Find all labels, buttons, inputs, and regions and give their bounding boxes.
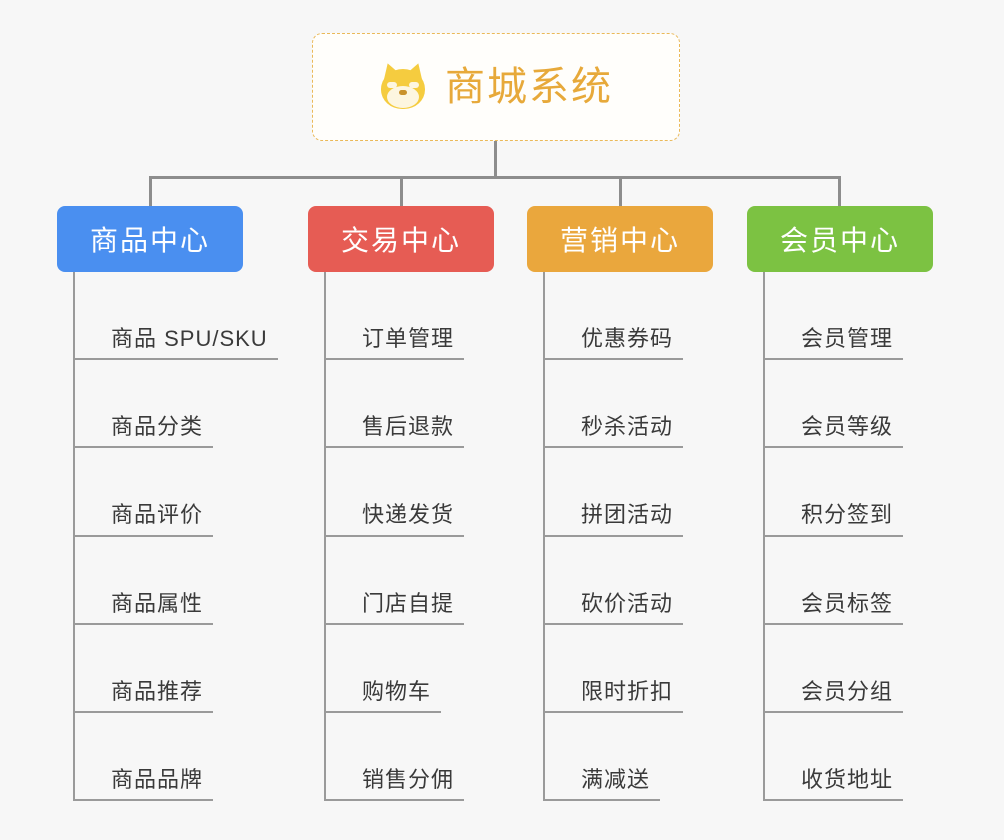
leaf-label: 拼团活动: [581, 502, 674, 528]
leaf-label: 会员标签: [801, 590, 894, 616]
list-item[interactable]: 商品推荐: [72, 625, 278, 714]
list-item[interactable]: 会员标签: [762, 537, 904, 625]
category-label: 商品中心: [89, 225, 210, 256]
leaf-column-交易中心: 订单管理 售后退款 快递发货 门店自提 购物车 销售分佣: [323, 272, 465, 802]
list-item[interactable]: 秒杀活动: [542, 360, 684, 449]
list-item[interactable]: 商品 SPU/SKU: [73, 272, 278, 361]
list-item[interactable]: 商品属性: [72, 537, 278, 625]
list-item[interactable]: 会员等级: [762, 360, 904, 449]
list-item[interactable]: 限时折扣: [542, 625, 684, 714]
connector-category-vertical-4: [838, 176, 841, 208]
leaf-label: 会员分组: [801, 678, 894, 704]
connector-root-vertical: [494, 141, 497, 178]
root-title: 商城系统: [445, 65, 613, 109]
leaf-label: 满减送: [581, 766, 651, 792]
list-item[interactable]: 快递发货: [323, 448, 465, 537]
list-item[interactable]: 积分签到: [762, 448, 904, 537]
root-node[interactable]: 商城系统: [312, 33, 680, 141]
leaf-label: 收货地址: [801, 766, 894, 792]
list-item[interactable]: 满减送: [542, 713, 683, 802]
leaf-label: 秒杀活动: [581, 414, 674, 440]
list-item[interactable]: 订单管理: [323, 272, 465, 361]
list-item[interactable]: 门店自提: [323, 537, 465, 625]
list-item[interactable]: 优惠券码: [542, 272, 684, 361]
leaf-label: 门店自提: [362, 590, 455, 616]
leaf-label: 商品属性: [111, 590, 204, 616]
leaf-label: 积分签到: [801, 502, 894, 528]
list-item[interactable]: 砍价活动: [542, 537, 684, 625]
category-header-交易中心[interactable]: 交易中心: [308, 206, 494, 272]
leaf-label: 优惠券码: [581, 326, 674, 351]
leaf-column-营销中心: 优惠券码 秒杀活动 拼团活动 砍价活动 限时折扣 满减送: [542, 272, 684, 802]
leaf-label: 订单管理: [362, 326, 455, 351]
leaf-label: 会员管理: [801, 326, 894, 351]
leaf-label: 快递发货: [362, 502, 455, 528]
category-label: 会员中心: [779, 225, 900, 256]
connector-horizontal-bus: [149, 176, 841, 179]
connector-category-vertical-3: [619, 176, 622, 208]
list-item[interactable]: 商品品牌: [72, 713, 278, 802]
leaf-label: 商品分类: [111, 414, 204, 440]
category-label: 营销中心: [559, 225, 680, 256]
category-header-商品中心[interactable]: 商品中心: [57, 206, 243, 272]
list-item[interactable]: 销售分佣: [323, 713, 465, 802]
leaf-label: 砍价活动: [581, 590, 674, 616]
list-item[interactable]: 收货地址: [762, 713, 904, 802]
connector-category-vertical-1: [149, 176, 152, 208]
leaf-label: 限时折扣: [581, 678, 674, 704]
leaf-label: 销售分佣: [362, 766, 455, 792]
list-item[interactable]: 会员管理: [762, 272, 904, 361]
list-item[interactable]: 商品评价: [72, 448, 278, 537]
leaf-label: 购物车: [362, 678, 432, 704]
category-label: 交易中心: [340, 225, 461, 256]
leaf-column-会员中心: 会员管理 会员等级 积分签到 会员标签 会员分组 收货地址: [762, 272, 904, 802]
leaf-label: 商品品牌: [111, 766, 204, 792]
leaf-label: 商品评价: [111, 502, 204, 528]
leaf-label: 商品 SPU/SKU: [111, 326, 268, 351]
category-header-会员中心[interactable]: 会员中心: [747, 206, 933, 272]
category-header-营销中心[interactable]: 营销中心: [527, 206, 713, 272]
leaf-label: 会员等级: [801, 414, 894, 440]
list-item[interactable]: 商品分类: [72, 360, 278, 449]
list-item[interactable]: 拼团活动: [542, 448, 684, 537]
leaf-column-商品中心: 商品 SPU/SKU 商品分类 商品评价 商品属性 商品推荐 商品品牌: [72, 272, 278, 802]
list-item[interactable]: 售后退款: [323, 360, 465, 449]
list-item[interactable]: 会员分组: [762, 625, 904, 714]
leaf-label: 售后退款: [362, 414, 455, 440]
list-item[interactable]: 购物车: [323, 625, 464, 714]
connector-category-vertical-2: [400, 176, 403, 208]
leaf-label: 商品推荐: [111, 678, 204, 704]
shiba-dog-icon: [379, 60, 431, 113]
